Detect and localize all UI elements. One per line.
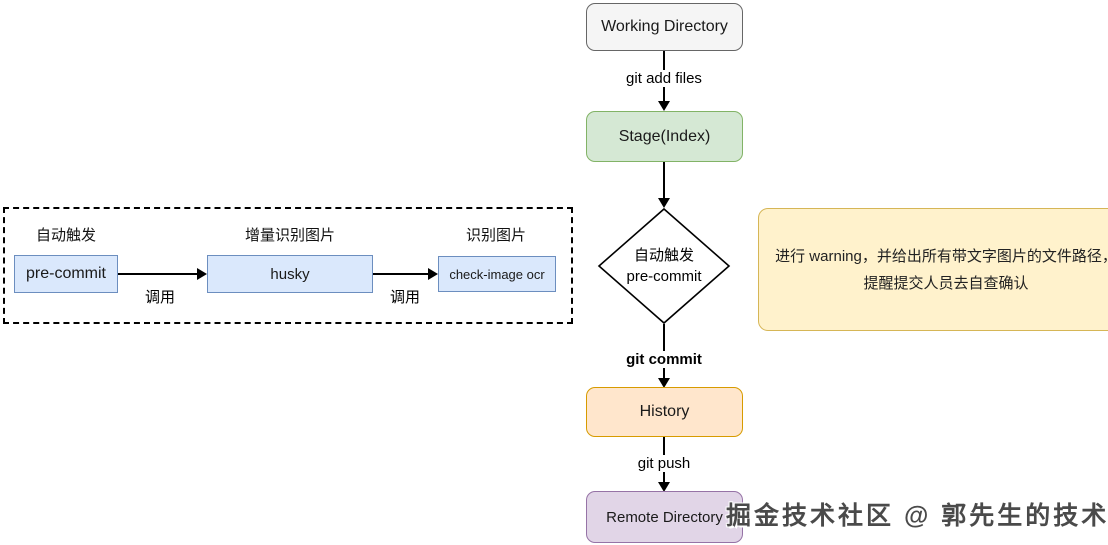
pipeline-title-auto-trigger: 自动触发 [35, 227, 96, 244]
arrowhead-down-icon [658, 198, 670, 208]
decision-label: 自动触发 pre-commit [597, 207, 731, 325]
decision-label-line1: 自动触发 [633, 247, 694, 264]
decision-diamond [597, 207, 731, 325]
pipeline-title-incremental-recognition: 增量识别图片 [244, 227, 335, 244]
node-history: History [586, 387, 743, 437]
edge-label-git-push: git push [632, 455, 696, 472]
arrow-line [663, 162, 665, 198]
warning-note: 进行 warning，并给出所有带文字图片的文件路径，提醒提交人员去自查确认 [758, 208, 1108, 331]
node-check-image-ocr: check-image ocr [438, 256, 556, 292]
edge-label-git-add-files: git add files [621, 70, 707, 87]
arrowhead-right-icon [428, 268, 438, 280]
decision-label-line2: pre-commit [626, 268, 702, 285]
warning-note-text: 进行 warning，并给出所有带文字图片的文件路径，提醒提交人员去自查确认 [775, 247, 1108, 292]
node-remote-directory: Remote Directory [586, 491, 743, 543]
node-pre-commit: pre-commit [14, 255, 118, 293]
edge-label-git-commit: git commit [621, 351, 707, 368]
arrowhead-down-icon [658, 378, 670, 388]
watermark-text: 掘金技术社区 @ 郭先生的技术坞 [726, 502, 1108, 530]
node-husky: husky [207, 255, 373, 293]
edge-label-invoke-2: 调用 [384, 286, 426, 307]
arrowhead-down-icon [658, 101, 670, 111]
arrow-line [118, 273, 198, 275]
edge-label-invoke-1: 调用 [139, 286, 181, 307]
pipeline-title-recognition: 识别图片 [465, 227, 526, 244]
node-stage-index: Stage(Index) [586, 111, 743, 162]
arrow-line [373, 273, 429, 275]
arrowhead-down-icon [658, 482, 670, 492]
arrowhead-right-icon [197, 268, 207, 280]
node-working-directory: Working Directory [586, 3, 743, 51]
pipeline-group [3, 207, 573, 324]
